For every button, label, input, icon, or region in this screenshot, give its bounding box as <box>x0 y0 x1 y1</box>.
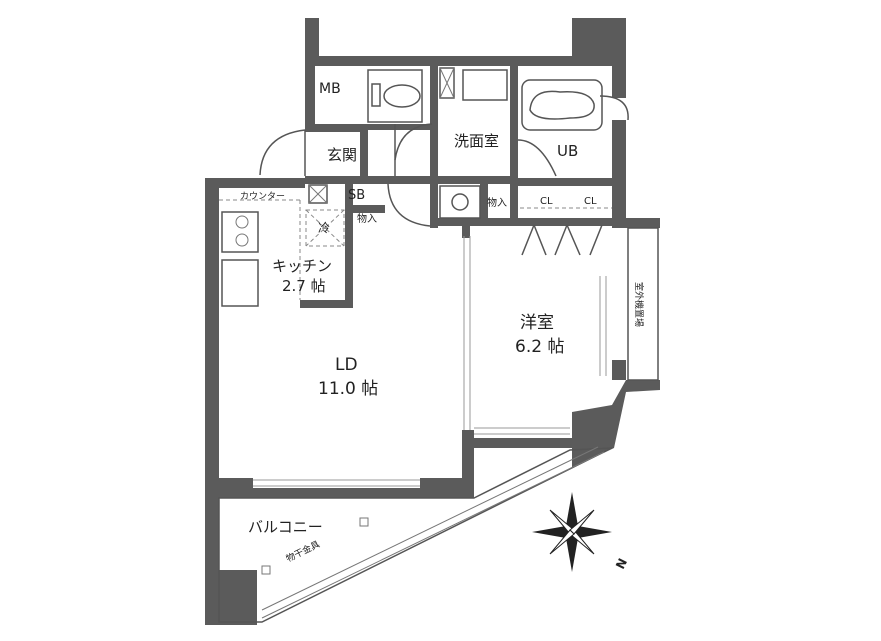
washroom-label: 洗面室 <box>454 132 499 150</box>
room-labels: MB 玄関 SB 洗面室 UB カウンター 冷 物入 物入 CL CL キッチン… <box>240 81 645 571</box>
ld-name-label: LD <box>335 355 358 375</box>
kitchen-name-label: キッチン <box>272 257 332 275</box>
storage-hall-label: 物入 <box>487 196 507 209</box>
closet-right-label: CL <box>584 196 597 207</box>
counter-label: カウンター <box>240 191 285 202</box>
balcony-label: バルコニー <box>248 518 323 536</box>
mb-label: MB <box>319 81 341 97</box>
western-size-label: 6.2 帖 <box>515 337 564 357</box>
ub-label: UB <box>557 142 578 160</box>
walls <box>205 18 660 625</box>
compass-rose-icon <box>532 492 612 572</box>
closet-left-label: CL <box>540 196 553 207</box>
sb-label: SB <box>348 188 365 203</box>
ld-size-label: 11.0 帖 <box>318 379 378 399</box>
outdoor-unit-label: 室外機置場 <box>633 282 645 327</box>
western-name-label: 洋室 <box>520 313 554 333</box>
clothes-hanger-label: 物干金具 <box>284 538 322 565</box>
entrance-label: 玄関 <box>327 146 357 164</box>
kitchen-size-label: 2.7 帖 <box>282 277 326 295</box>
north-label: N <box>613 556 630 571</box>
fridge-label: 冷 <box>318 221 330 235</box>
storage-entry-label: 物入 <box>357 212 377 225</box>
fixtures <box>218 67 659 623</box>
